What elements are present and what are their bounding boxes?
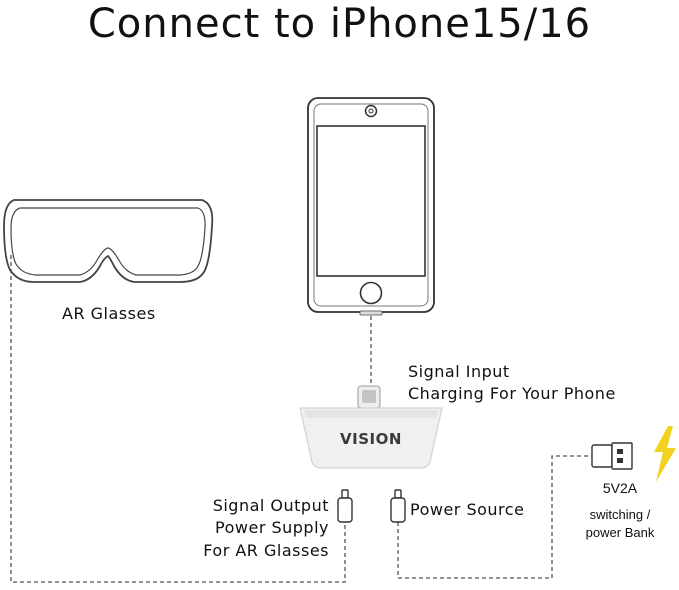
iphone-icon: [307, 97, 435, 316]
usb-c-plug-icon: [390, 489, 406, 523]
power-supply-label: Power Supply: [215, 518, 329, 537]
charger-type-line2: power Bank: [585, 525, 655, 540]
charging-label: Charging For Your Phone: [408, 384, 616, 403]
for-ar-glasses-label: For AR Glasses: [203, 541, 329, 560]
power-source-cable: [397, 455, 592, 579]
power-source-label: Power Source: [410, 500, 525, 519]
signal-input-label: Signal Input: [408, 362, 510, 381]
signal-output-label: Signal Output: [212, 496, 329, 515]
glasses-to-output-cable: [10, 255, 346, 583]
dashed-cables: [10, 255, 592, 583]
ar-glasses-icon: [3, 199, 214, 283]
adapter-brand-logo: VISION: [340, 430, 402, 448]
usb-c-plug-icon: [337, 489, 353, 523]
lightning-bolt-icon: [654, 426, 676, 482]
usb-a-plug-icon: [591, 442, 633, 470]
ar-glasses-label: AR Glasses: [62, 304, 156, 323]
charger-rating: 5V2A: [602, 480, 638, 496]
diagram-title: Connect to iPhone15/16: [87, 1, 592, 47]
vision-adapter: VISION: [299, 385, 443, 469]
charger-type-line1: switching /: [589, 507, 651, 522]
